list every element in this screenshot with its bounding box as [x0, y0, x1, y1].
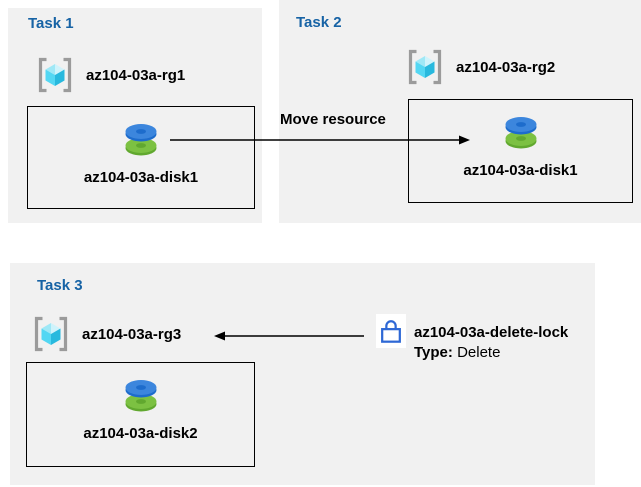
- task3-resource-group: az104-03a-rg3: [32, 315, 181, 353]
- task1-panel: Task 1 az104-03a-rg1 az104-03a-disk: [8, 8, 262, 223]
- resource-group-icon: [408, 49, 442, 85]
- lock-label: az104-03a-delete-lock Type: Delete: [414, 323, 568, 363]
- lock-type-value: Delete: [457, 344, 501, 361]
- disk-icon: [125, 124, 157, 156]
- disk-name: az104-03a-disk2: [83, 425, 198, 442]
- task3-resource-box: az104-03a-disk2: [26, 362, 255, 467]
- resource-group-icon: [34, 316, 68, 352]
- lock-type: Type: Delete: [414, 343, 568, 363]
- task2-panel: Task 2 az104-03a-rg2 az104-03a-disk: [279, 0, 641, 223]
- resource-group-name: az104-03a-rg2: [456, 58, 556, 76]
- resource-group-name: az104-03a-rg1: [86, 66, 186, 84]
- disk-name: az104-03a-disk1: [463, 162, 578, 179]
- lock-icon-container: [376, 314, 406, 348]
- resource-group-icon: [38, 57, 72, 93]
- lock-icon: [381, 320, 401, 343]
- lock-arrow: [214, 331, 364, 341]
- task2-resource-box: az104-03a-disk1: [408, 99, 633, 203]
- resource-group-name: az104-03a-rg3: [82, 325, 182, 343]
- task3-title: Task 3: [37, 277, 83, 294]
- disk-name: az104-03a-disk1: [83, 169, 199, 186]
- disk-icon: [505, 117, 536, 149]
- lock-name: az104-03a-delete-lock: [414, 324, 569, 341]
- move-arrow: [170, 135, 470, 145]
- move-arrow-label: Move resource: [280, 111, 386, 128]
- lock-type-label: Type:: [414, 344, 453, 361]
- task1-resource-group: az104-03a-rg1: [36, 56, 185, 94]
- task1-resource-box: az104-03a-disk1: [27, 106, 255, 209]
- task2-title: Task 2: [296, 14, 342, 31]
- task2-resource-group: az104-03a-rg2: [406, 48, 555, 86]
- disk-icon: [125, 380, 156, 412]
- task3-panel: Task 3 az104-03a-rg3 az104-03a-disk: [10, 263, 595, 485]
- task1-title: Task 1: [28, 15, 74, 32]
